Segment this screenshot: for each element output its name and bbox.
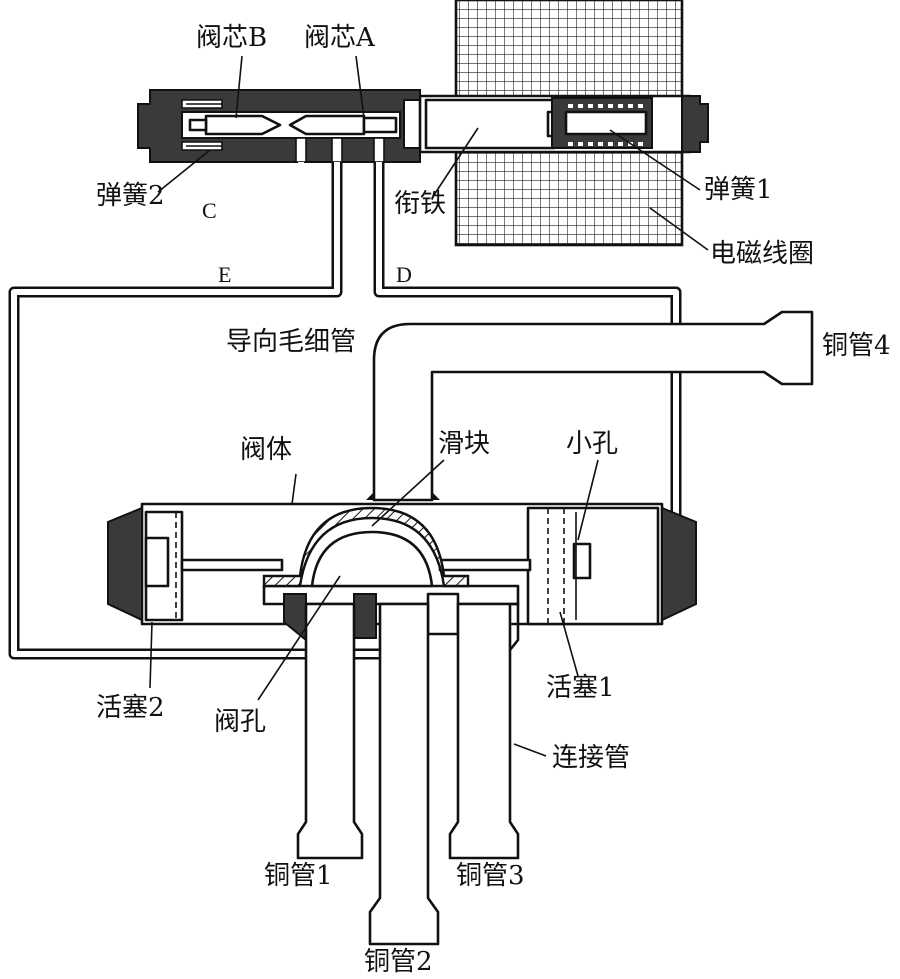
label-small-hole: 小孔: [566, 429, 618, 459]
copper-tube-1: [296, 602, 364, 860]
label-copper-tube-1: 铜管1: [264, 861, 333, 891]
spring-2: [186, 103, 222, 147]
label-copper-tube-3: 铜管3: [456, 861, 525, 891]
label-d: D: [396, 262, 412, 287]
spring-coil-turn: [618, 142, 623, 146]
label-valve-body: 阀体: [240, 435, 292, 465]
label-valve-port: 阀孔: [214, 707, 266, 737]
spring-coil-turn: [628, 104, 633, 108]
label-piston-2: 活塞2: [96, 693, 165, 723]
label-spring-2: 弹簧2: [96, 181, 165, 211]
label-piston-1: 活塞1: [546, 673, 615, 703]
text-labels: 阀芯B 阀芯A 弹簧2 C 衔铁 弹簧1 E D 电磁线圈 导向毛细管 铜管4 …: [96, 23, 891, 977]
spring-coil-turn: [588, 104, 593, 108]
label-slider: 滑块: [438, 429, 490, 459]
leader-lines: [149, 55, 709, 757]
label-e: E: [218, 262, 231, 287]
label-c: C: [202, 198, 217, 223]
label-copper-tube-2: 铜管2: [364, 947, 433, 977]
valve-core-a: [288, 114, 398, 136]
label-connecting-tube: 连接管: [552, 743, 630, 773]
spring-coil-turn: [598, 104, 603, 108]
spring-coil-turn: [618, 104, 623, 108]
spring-coil-turn: [588, 142, 593, 146]
spring-coil-turn: [598, 142, 603, 146]
label-spring-1: 弹簧1: [704, 175, 773, 205]
label-coil: 电磁线圈: [710, 239, 814, 269]
label-copper-tube-4: 铜管4: [822, 331, 891, 361]
spring-coil-turn: [638, 104, 643, 108]
spring-coil-turn: [608, 104, 613, 108]
copper-tube-3: [448, 602, 520, 860]
slider: [262, 506, 470, 588]
spring-1: [551, 97, 653, 149]
label-pilot-capillary: 导向毛细管: [226, 327, 356, 357]
spring-coil-turn: [568, 104, 573, 108]
spring-coil-turn: [578, 142, 583, 146]
piston-2: [144, 510, 284, 622]
spring-coil-turn: [578, 104, 583, 108]
capillary-e: [8, 162, 380, 660]
copper-tube-2: [368, 602, 440, 946]
connecting-tube: [508, 602, 520, 651]
piston-1: [438, 506, 660, 626]
valve-core-b: [188, 114, 282, 136]
label-valve-core-a: 阀芯A: [304, 23, 376, 53]
label-armature: 衔铁: [394, 189, 446, 219]
capillary-c: [119, 162, 304, 520]
capillary-d: [373, 162, 682, 524]
spring-coil-turn: [568, 142, 573, 146]
label-valve-core-b: 阀芯B: [196, 23, 267, 53]
armature: [424, 98, 570, 150]
spring-coil-turn: [638, 142, 643, 146]
copper-tube-4: [366, 310, 814, 502]
spring-coil-turn: [608, 142, 613, 146]
